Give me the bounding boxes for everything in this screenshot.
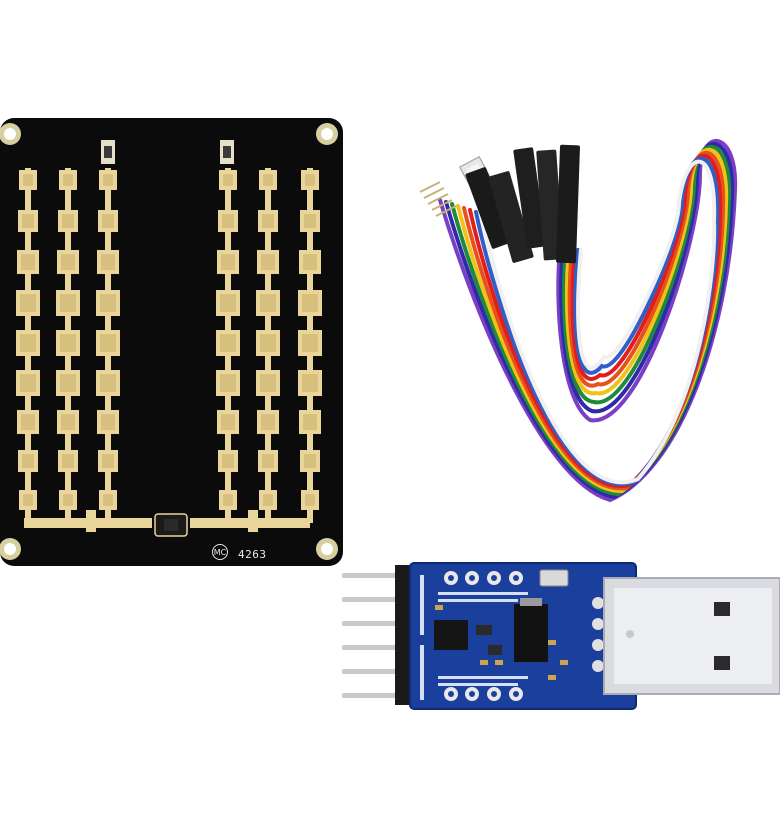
antenna-patch-inner xyxy=(100,374,116,392)
top-pads xyxy=(444,571,523,585)
dupont-housings xyxy=(465,144,580,264)
antenna-patch-inner xyxy=(20,374,36,392)
feed-lines xyxy=(24,510,310,532)
antenna-patch-inner xyxy=(60,294,76,312)
antenna-patch-inner xyxy=(220,334,236,352)
antenna-patch-inner xyxy=(222,454,234,468)
antenna-patch-inner xyxy=(305,174,315,186)
cable-wires xyxy=(438,138,738,503)
antenna-patch-inner xyxy=(101,414,115,430)
usb-side-pads xyxy=(592,597,604,672)
small-chip-1 xyxy=(476,625,492,635)
antenna-patch-inner xyxy=(261,254,275,270)
silkscreen-marks xyxy=(420,575,528,700)
regulator-tab xyxy=(520,598,542,606)
radar-center-chip-pad xyxy=(164,519,178,531)
antenna-patch-inner xyxy=(62,214,74,228)
mounting-hole-tr-inner xyxy=(321,128,333,140)
antenna-patch-inner xyxy=(22,214,34,228)
antenna-patch-inner xyxy=(23,174,33,186)
header-pins xyxy=(342,573,400,698)
antenna-patch-inner xyxy=(61,254,75,270)
small-chip-2 xyxy=(488,645,502,655)
cable-wire xyxy=(480,159,717,485)
antenna-patch-inner xyxy=(102,454,114,468)
antenna-patch-inner xyxy=(220,374,236,392)
antenna-patch-inner xyxy=(102,214,114,228)
mounting-hole-bl-inner xyxy=(4,543,16,555)
antenna-patch-inner xyxy=(22,454,34,468)
usb-serial-chip xyxy=(434,620,468,650)
antenna-patch-inner xyxy=(20,334,36,352)
antenna-patch-inner xyxy=(262,214,274,228)
antenna-patch-inner xyxy=(103,174,113,186)
antenna-patch-inner xyxy=(223,174,233,186)
mounting-hole-br-inner xyxy=(321,543,333,555)
antenna-patch-inner xyxy=(303,414,317,430)
antenna-patch-inner xyxy=(222,214,234,228)
antenna-patch-inner xyxy=(221,254,235,270)
antenna-patch-inner xyxy=(100,294,116,312)
antenna-patch-inner xyxy=(60,374,76,392)
antenna-patch-inner xyxy=(260,334,276,352)
antenna-patch-inner xyxy=(21,254,35,270)
cable-wire xyxy=(438,138,738,503)
cable-wire xyxy=(468,153,723,489)
antenna-patch-inner xyxy=(62,454,74,468)
antenna-patch-inner xyxy=(302,374,318,392)
antenna-patch-inner xyxy=(100,334,116,352)
regulator-chip xyxy=(514,604,548,662)
usb-rivet xyxy=(626,630,634,638)
crystal xyxy=(539,569,569,587)
antenna-patch-inner xyxy=(21,414,35,430)
board-model-label: 4263 xyxy=(238,548,267,561)
antenna-patch-inner xyxy=(304,454,316,468)
antenna-arrays xyxy=(16,168,322,523)
antenna-patch-inner xyxy=(23,494,33,506)
radar-pcb xyxy=(0,118,343,566)
antenna-patch-inner xyxy=(63,494,73,506)
cable-wire xyxy=(444,141,735,500)
board-logo: MC xyxy=(212,544,228,560)
antenna-patch-inner xyxy=(260,374,276,392)
antenna-patch-inner xyxy=(101,254,115,270)
antenna-patch-inner xyxy=(20,294,36,312)
dupont-housing-4 xyxy=(536,149,564,261)
usb-window-top xyxy=(714,602,730,616)
antenna-patch-inner xyxy=(261,414,275,430)
jumper-cable xyxy=(419,138,738,503)
antenna-patch-inner xyxy=(220,294,236,312)
antenna-patch-inner xyxy=(60,334,76,352)
smd-component-left-body xyxy=(104,146,112,158)
dupont-housing-1 xyxy=(465,167,513,249)
antenna-patch-inner xyxy=(263,174,273,186)
usb-ttl-adapter xyxy=(342,562,780,710)
antenna-patch-inner xyxy=(262,454,274,468)
usb-a-inner xyxy=(614,588,772,684)
antenna-patch-inner xyxy=(303,254,317,270)
radar-antenna-board xyxy=(0,118,343,566)
cable-wire xyxy=(474,156,720,487)
antenna-patch-inner xyxy=(63,174,73,186)
antenna-patch-inner xyxy=(302,334,318,352)
antenna-patch-inner xyxy=(305,494,315,506)
dupont-housing-3 xyxy=(513,147,547,249)
usb-window-bottom xyxy=(714,656,730,670)
mounting-hole-tl-inner xyxy=(4,128,16,140)
dupont-housing-5 xyxy=(556,144,580,264)
antenna-patch-inner xyxy=(103,494,113,506)
antenna-patch-inner xyxy=(260,294,276,312)
dupont-housing-2 xyxy=(488,171,534,263)
antenna-patch-inner xyxy=(304,214,316,228)
antenna-patch-inner xyxy=(302,294,318,312)
smd-component-right-body xyxy=(223,146,231,158)
cable-wire xyxy=(450,144,732,497)
antenna-patch-inner xyxy=(221,414,235,430)
bottom-pads xyxy=(444,687,523,701)
smd-passives xyxy=(435,605,568,680)
antenna-patch-inner xyxy=(223,494,233,506)
antenna-patch-inner xyxy=(263,494,273,506)
antenna-patch-inner xyxy=(61,414,75,430)
